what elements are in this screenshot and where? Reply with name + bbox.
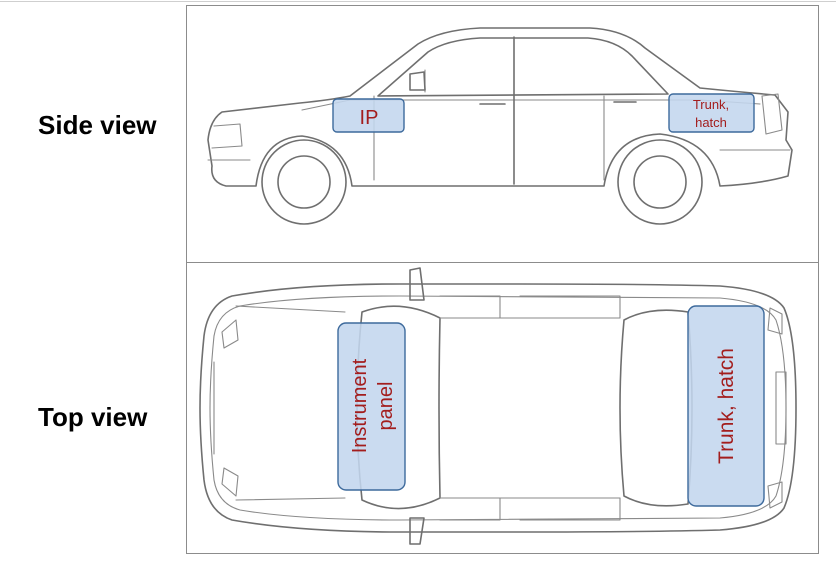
side-view-label: Side view	[38, 110, 157, 140]
ip-zone-label: IP	[360, 107, 379, 129]
top-view-car	[199, 267, 797, 545]
instrument-panel-label-line2: panel	[375, 382, 397, 431]
instrument-panel-label-line1: Instrument	[349, 358, 371, 453]
side-trunk-zone: Trunk, hatch	[668, 93, 755, 133]
side-trunk-label-line2: hatch	[695, 115, 727, 130]
side-view-frame	[186, 5, 819, 263]
instrument-panel-zone: Instrument panel	[337, 322, 406, 491]
top-trunk-zone: Trunk, hatch	[687, 305, 765, 507]
top-trunk-label: Trunk, hatch	[715, 348, 738, 464]
side-trunk-label-line1: Trunk,	[693, 97, 729, 112]
top-view-label: Top view	[38, 402, 148, 432]
ip-zone: IP	[332, 98, 405, 133]
top-view-frame	[186, 262, 819, 554]
